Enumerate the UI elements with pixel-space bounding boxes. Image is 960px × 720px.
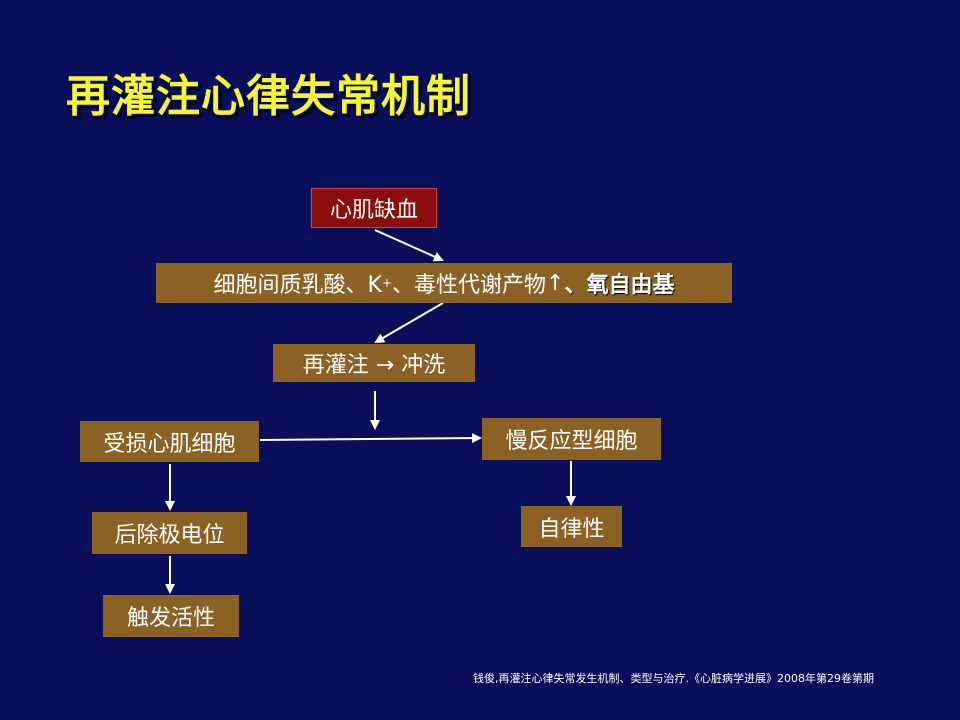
node-label-middle: 、毒性代谢产物 bbox=[392, 273, 547, 298]
node-label-free-radicals: 、氧自由基 bbox=[564, 273, 675, 298]
slide-title: 再灌注心律失常机制 bbox=[66, 71, 471, 122]
node-label: 触发活性 bbox=[126, 606, 215, 631]
node-automaticity: 自律性 bbox=[521, 506, 622, 547]
node-reperfusion-washout: 再灌注 → 冲洗 bbox=[273, 344, 475, 382]
arrow-ischemia-to-interstitial bbox=[374, 229, 444, 262]
node-label-prefix: 细胞间质乳酸、K bbox=[213, 273, 382, 298]
up-arrow-icon: ↑ bbox=[546, 270, 565, 296]
citation: 钱俊,再灌注心律失常发生机制、类型与治疗.《心脏病学进展》2008年第29卷第期 bbox=[473, 672, 874, 685]
node-afterdepolarization: 后除极电位 bbox=[92, 512, 247, 554]
node-label: 心肌缺血 bbox=[329, 198, 418, 223]
node-label: 慢反应型细胞 bbox=[505, 429, 638, 454]
node-label: 受损心肌细胞 bbox=[103, 431, 236, 457]
node-label: 后除极电位 bbox=[114, 523, 225, 548]
node-myocardial-ischemia: 心肌缺血 bbox=[311, 188, 437, 228]
node-slow-response-cell: 慢反应型细胞 bbox=[482, 418, 661, 460]
node-interstitial-factors: 细胞间质乳酸、K+、毒性代谢产物↑、氧自由基 bbox=[156, 263, 732, 303]
arrow-damaged-to-slow-response bbox=[259, 433, 482, 444]
arrow-interstitial-to-reperfusion bbox=[374, 302, 444, 344]
potassium-superscript: + bbox=[381, 276, 393, 290]
node-label: 再灌注 → 冲洗 bbox=[302, 353, 446, 378]
node-triggered-activity: 触发活性 bbox=[103, 595, 239, 637]
node-damaged-myocardial-cell: 受损心肌细胞 bbox=[80, 421, 259, 462]
node-label: 自律性 bbox=[538, 516, 605, 542]
